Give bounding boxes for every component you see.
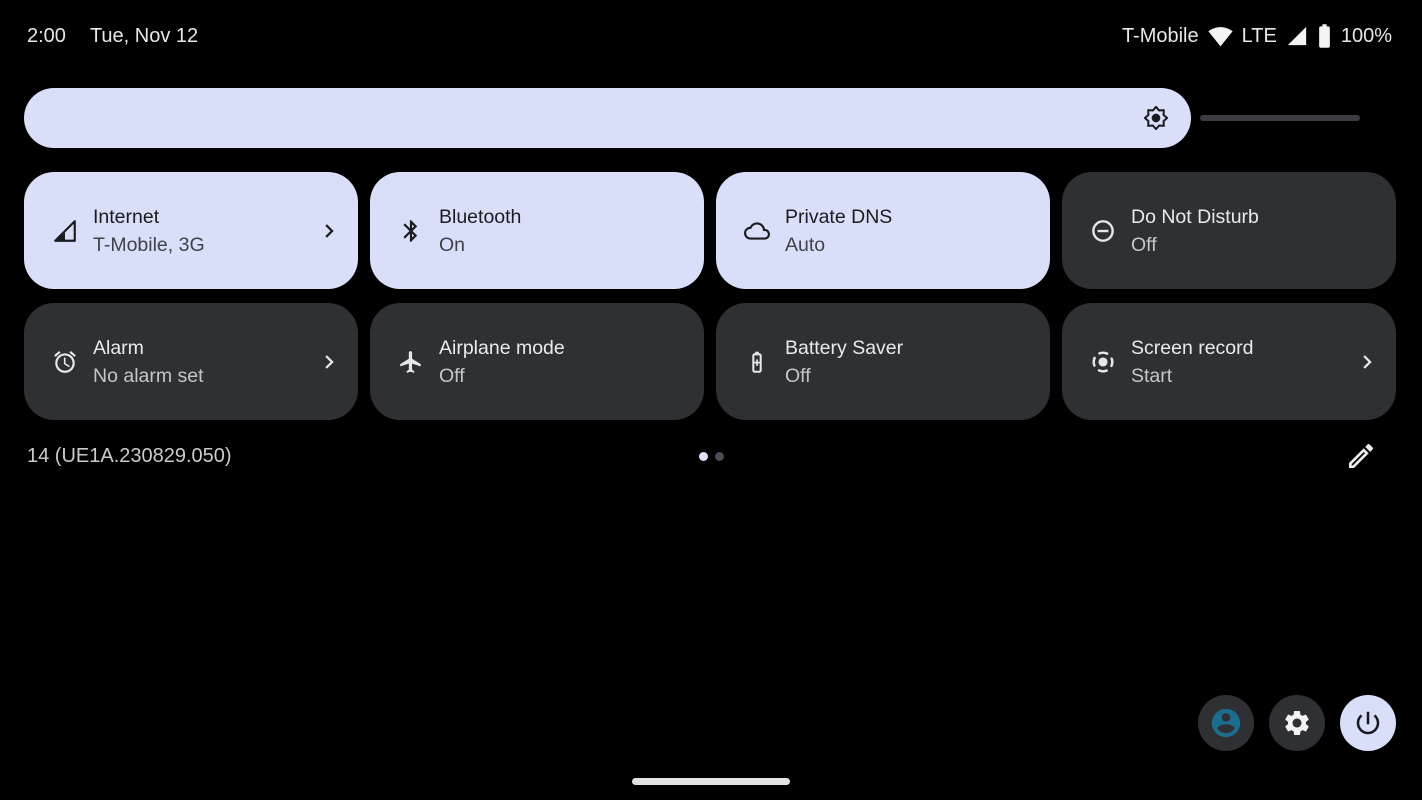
tile-sublabel: Off — [439, 364, 465, 387]
power-icon — [1353, 708, 1383, 738]
settings-button[interactable] — [1269, 695, 1325, 751]
gear-icon — [1282, 708, 1312, 738]
cloud-icon — [744, 218, 770, 244]
cellular-signal-icon — [1286, 25, 1308, 47]
battery-percent-label: 100% — [1340, 24, 1392, 47]
tile-internet[interactable]: Internet T-Mobile, 3G — [24, 172, 358, 289]
quick-actions — [1198, 695, 1396, 751]
bluetooth-icon — [398, 218, 424, 244]
network-type-label: LTE — [1241, 24, 1277, 47]
screen-record-icon — [1090, 349, 1116, 375]
do-not-disturb-icon — [1090, 218, 1116, 244]
page-dot-1 — [698, 452, 708, 461]
chevron-right-icon — [316, 217, 343, 244]
chevron-right-icon — [1354, 348, 1381, 375]
tile-private-dns[interactable]: Private DNS Auto — [716, 172, 1050, 289]
page-indicator — [0, 452, 1422, 461]
status-bar-right: T-Mobile LTE 100% — [1122, 23, 1392, 49]
status-bar-left: 2:00 Tue, Nov 12 — [27, 25, 198, 48]
edit-pencil-icon — [1345, 440, 1377, 472]
tile-label: Bluetooth — [439, 205, 522, 228]
user-avatar-icon — [1209, 706, 1243, 740]
status-bar: 2:00 Tue, Nov 12 T-Mobile LTE 100% — [0, 0, 1422, 72]
tile-sublabel: On — [439, 233, 466, 256]
cellular-partial-icon — [52, 218, 78, 244]
brightness-slider[interactable] — [24, 88, 1191, 148]
tile-sublabel: Off — [785, 364, 811, 387]
wifi-icon — [1208, 24, 1233, 49]
carrier-label: T-Mobile — [1121, 24, 1199, 47]
home-indicator-handle[interactable] — [632, 778, 790, 785]
tile-battery-saver[interactable]: Battery Saver Off — [716, 303, 1050, 420]
chevron-right-icon — [316, 348, 343, 375]
quick-settings-grid: Internet T-Mobile, 3G Bluetooth On Priva… — [24, 172, 1396, 420]
tile-sublabel: Auto — [785, 233, 826, 256]
edit-tiles-button[interactable] — [1345, 440, 1377, 472]
tile-label: Internet — [93, 205, 160, 228]
battery-saver-icon — [744, 349, 770, 375]
tile-sublabel: No alarm set — [93, 364, 204, 387]
tile-sublabel: Start — [1131, 364, 1173, 387]
page-dot-2 — [714, 452, 724, 461]
brightness-icon — [1142, 104, 1170, 132]
tile-airplane-mode[interactable]: Airplane mode Off — [370, 303, 704, 420]
tile-label: Battery Saver — [785, 336, 904, 359]
build-number: 14 (UE1A.230829.050) — [27, 445, 232, 467]
brightness-row — [24, 88, 1360, 148]
tile-label: Airplane mode — [439, 336, 565, 359]
tile-label: Screen record — [1131, 336, 1254, 359]
alarm-icon — [52, 349, 78, 375]
tile-alarm[interactable]: Alarm No alarm set — [24, 303, 358, 420]
user-switcher-button[interactable] — [1198, 695, 1254, 751]
tile-label: Private DNS — [785, 205, 893, 228]
tile-do-not-disturb[interactable]: Do Not Disturb Off — [1062, 172, 1396, 289]
date: Tue, Nov 12 — [89, 24, 199, 47]
airplane-icon — [398, 349, 424, 375]
power-button[interactable] — [1340, 695, 1396, 751]
battery-icon — [1317, 23, 1332, 49]
tile-sublabel: Off — [1131, 233, 1157, 256]
clock: 2:00 — [27, 24, 66, 47]
tile-sublabel: T-Mobile, 3G — [93, 233, 205, 256]
tile-label: Alarm — [93, 336, 144, 359]
tile-bluetooth[interactable]: Bluetooth On — [370, 172, 704, 289]
tile-label: Do Not Disturb — [1131, 205, 1259, 228]
brightness-slider-track[interactable] — [1200, 115, 1360, 121]
tile-screen-record[interactable]: Screen record Start — [1062, 303, 1396, 420]
